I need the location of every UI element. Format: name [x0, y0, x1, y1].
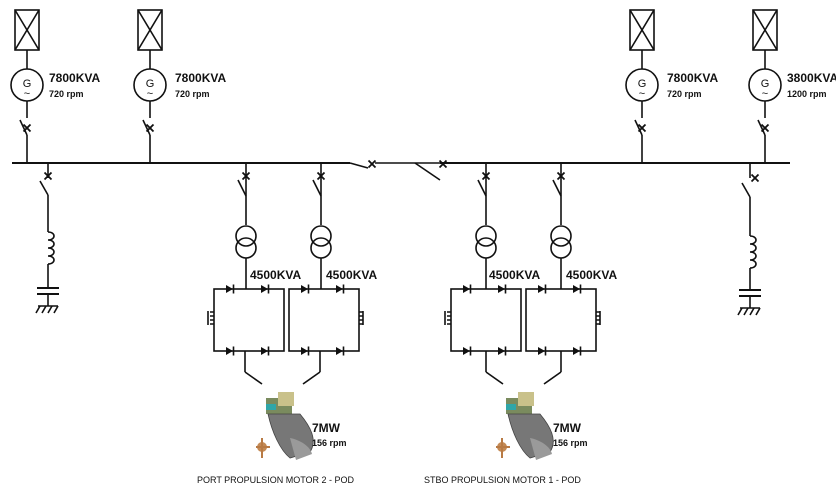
generator-tilde-1: ~	[24, 88, 30, 100]
generator-g-3: G	[638, 78, 647, 90]
motor-caption-stbd: STBO PROPULSION MOTOR 1 - POD	[424, 475, 581, 485]
transformer-rating-1: 4500KVA	[250, 268, 301, 282]
motor-speed-stbd: 156 rpm	[553, 438, 588, 448]
transformer-feeder-1: 4500KVA	[235, 163, 301, 289]
rectifier-bridge-3	[444, 283, 522, 385]
generator-4: G ~ 3800KVA 1200 rpm	[748, 9, 836, 163]
motor-power-stbd: 7MW	[553, 421, 582, 435]
transformer-winding-1b	[235, 237, 257, 259]
generator-rating-2: 7800KVA	[175, 71, 226, 85]
generator-g-1: G	[23, 78, 32, 90]
transformer-winding-2a	[310, 225, 332, 247]
transformer-rating-4: 4500KVA	[566, 268, 617, 282]
generator-speed-4: 1200 rpm	[787, 89, 827, 99]
dc-reactor-3	[444, 311, 451, 325]
motor-power-port: 7MW	[312, 421, 341, 435]
generator-1: G ~ 7800KVA 720 rpm	[10, 9, 100, 163]
generator-2: G ~ 7800KVA 720 rpm	[133, 9, 226, 163]
transformer-feeder-4: 4500KVA	[550, 163, 617, 289]
harmonic-filter-right	[737, 163, 761, 316]
generator-rating-3: 7800KVA	[667, 71, 718, 85]
motor-speed-port: 156 rpm	[312, 438, 347, 448]
generator-rating-4: 3800KVA	[787, 71, 836, 85]
dc-reactor-2	[359, 311, 364, 325]
dc-reactor-4	[596, 311, 601, 325]
generator-speed-1: 720 rpm	[49, 89, 84, 99]
transformer-feeder-3: 4500KVA	[475, 163, 540, 289]
dc-reactor-1	[207, 311, 214, 325]
transformer-rating-2: 4500KVA	[326, 268, 377, 282]
generator-rating-1: 7800KVA	[49, 71, 100, 85]
motor-caption-port: PORT PROPULSION MOTOR 2 - POD	[197, 475, 355, 485]
generator-g-4: G	[761, 78, 770, 90]
rectifier-bridge-2	[288, 283, 364, 385]
generator-speed-3: 720 rpm	[667, 89, 702, 99]
transformer-winding-4a	[550, 225, 572, 247]
generator-g-2: G	[146, 78, 155, 90]
bus-tie-breaker	[349, 159, 448, 181]
generator-speed-2: 720 rpm	[175, 89, 210, 99]
transformer-rating-3: 4500KVA	[489, 268, 540, 282]
transformer-feeder-2: 4500KVA	[310, 163, 377, 289]
generator-tilde-2: ~	[147, 88, 153, 100]
generator-3: G ~ 7800KVA 720 rpm	[625, 9, 718, 163]
generator-tilde-4: ~	[762, 88, 768, 100]
transformer-winding-4b	[550, 237, 572, 259]
harmonic-filter-left	[35, 163, 59, 314]
rectifier-bridge-1	[207, 283, 285, 385]
filter-inductor-right	[749, 235, 757, 269]
generator-tilde-3: ~	[639, 88, 645, 100]
transformer-winding-1a	[235, 225, 257, 247]
filter-inductor-left	[47, 231, 55, 265]
pod-motor-port: 7MW 156 rpm PORT PROPULSION MOTOR 2 - PO…	[197, 392, 355, 485]
rectifier-bridge-4	[525, 283, 601, 385]
transformer-winding-3a	[475, 225, 497, 247]
pod-motor-stbd: 7MW 156 rpm STBO PROPULSION MOTOR 1 - PO…	[424, 392, 588, 485]
transformer-winding-3b	[475, 237, 497, 259]
transformer-winding-2b	[310, 237, 332, 259]
